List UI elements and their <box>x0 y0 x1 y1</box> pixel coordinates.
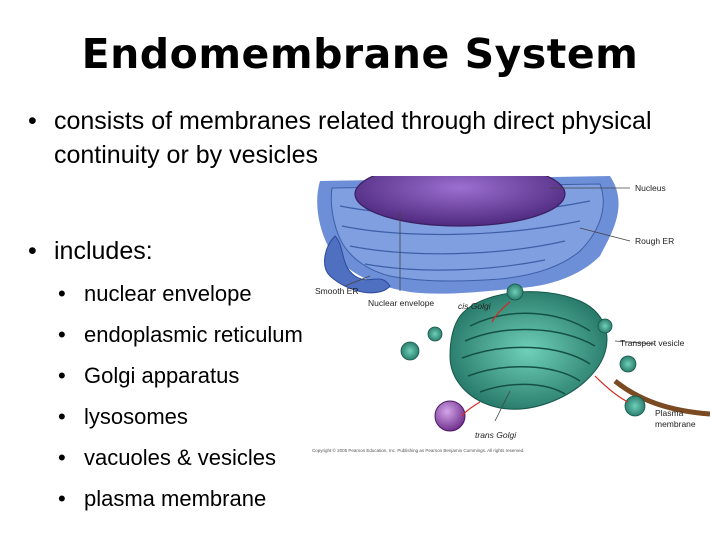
bullet-marker: • <box>28 237 37 265</box>
list-item-text: vacuoles & vesicles <box>84 445 276 470</box>
label-rough-er: Rough ER <box>635 236 674 246</box>
list-item-text: lysosomes <box>84 404 188 429</box>
bullet-text: includes: <box>54 237 153 265</box>
bullet-marker: • <box>58 445 66 470</box>
golgi-shape <box>449 291 608 410</box>
vesicle-shape <box>597 318 613 334</box>
bullet-marker: • <box>58 322 66 347</box>
list-item-text: endoplasmic reticulum <box>84 322 303 347</box>
lysosome-shape <box>434 400 466 432</box>
list-item-text: plasma membrane <box>84 486 267 511</box>
bullet-marker: • <box>58 486 66 511</box>
smooth-er-shape <box>324 235 391 294</box>
vesicle-shape <box>624 395 646 417</box>
list-item-text: nuclear envelope <box>84 281 252 306</box>
label-nucleus: Nucleus <box>635 183 666 193</box>
label-smooth-er: Smooth ER <box>315 286 358 296</box>
bullet-text: consists of membranes related through di… <box>54 107 652 169</box>
bullet-marker: • <box>58 363 66 388</box>
vesicle-shape <box>427 326 443 342</box>
endomembrane-figure: Nucleus Rough ER Smooth ER Nuclear envel… <box>312 176 710 453</box>
vesicle-shape <box>506 283 524 301</box>
vesicle-shape <box>619 355 637 373</box>
figure-copyright: Copyright © 2005 Pearson Education, Inc.… <box>312 447 524 453</box>
label-trans-golgi: trans Golgi <box>475 430 517 440</box>
bullet-marker: • <box>28 107 37 135</box>
label-nuclear-envelope: Nuclear envelope <box>368 298 434 308</box>
slide-title: Endomembrane System <box>81 30 639 78</box>
label-membrane: membrane <box>655 419 696 429</box>
label-plasma: Plasma <box>655 408 684 418</box>
label-cis-golgi: cis Golgi <box>458 301 492 311</box>
bullet-marker: • <box>58 404 66 429</box>
label-transport-vesicle: Transport vesicle <box>620 338 685 348</box>
list-item-text: Golgi apparatus <box>84 363 240 388</box>
bullet-marker: • <box>58 281 66 306</box>
vesicle-shape <box>400 341 420 361</box>
plasma-membrane-shape <box>613 379 710 417</box>
nucleus-shape <box>354 176 566 227</box>
